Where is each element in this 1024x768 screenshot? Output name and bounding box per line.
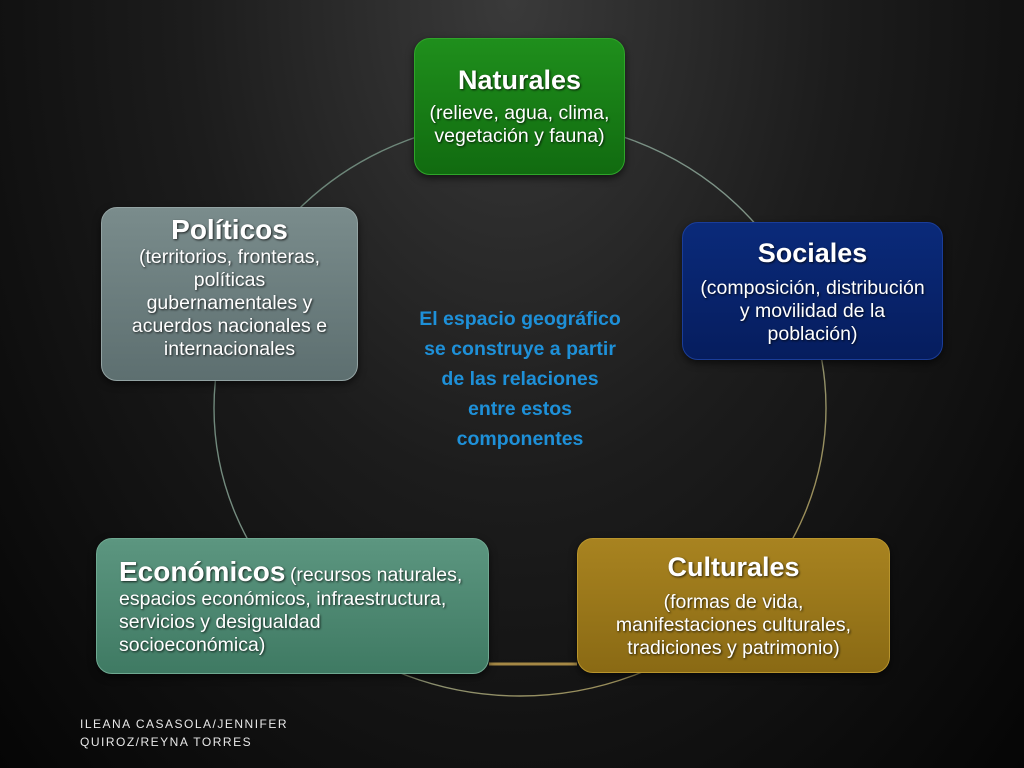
sociales-description: (composición, distribución y movilidad d… bbox=[700, 276, 925, 345]
sociales-title: Sociales bbox=[757, 237, 868, 268]
naturales-description: (relieve, agua, clima, vegetación y faun… bbox=[429, 101, 610, 147]
culturales-description: (formas de vida, manifestaciones cultura… bbox=[615, 591, 852, 659]
culturales-title: Culturales bbox=[667, 552, 800, 582]
economicos-title: Económicos bbox=[119, 555, 286, 587]
center-statement: El espacio geográfico se construye a par… bbox=[419, 308, 621, 450]
component-sociales: Sociales (composición, distribución y mo… bbox=[682, 222, 943, 360]
component-economicos: Económicos (recursos naturales, espacios… bbox=[96, 538, 489, 674]
footer-authors: ILEANA CASASOLA/JENNIFER QUIROZ/REYNA TO… bbox=[80, 717, 289, 749]
component-politicos: Políticos (territorios, fronteras, polít… bbox=[101, 207, 358, 381]
component-naturales: Naturales (relieve, agua, clima, vegetac… bbox=[414, 38, 625, 175]
economicos-description-start: (recursos naturales, bbox=[289, 563, 463, 586]
economicos-heading-line: Económicos (recursos naturales, bbox=[119, 556, 466, 588]
economicos-description: espacios económicos, infraestructura, se… bbox=[119, 587, 447, 656]
component-culturales: Culturales (formas de vida, manifestacio… bbox=[577, 538, 890, 673]
politicos-title: Políticos bbox=[171, 214, 288, 245]
politicos-description: (territorios, fronteras, políticas guber… bbox=[131, 246, 328, 360]
naturales-title: Naturales bbox=[457, 64, 582, 95]
